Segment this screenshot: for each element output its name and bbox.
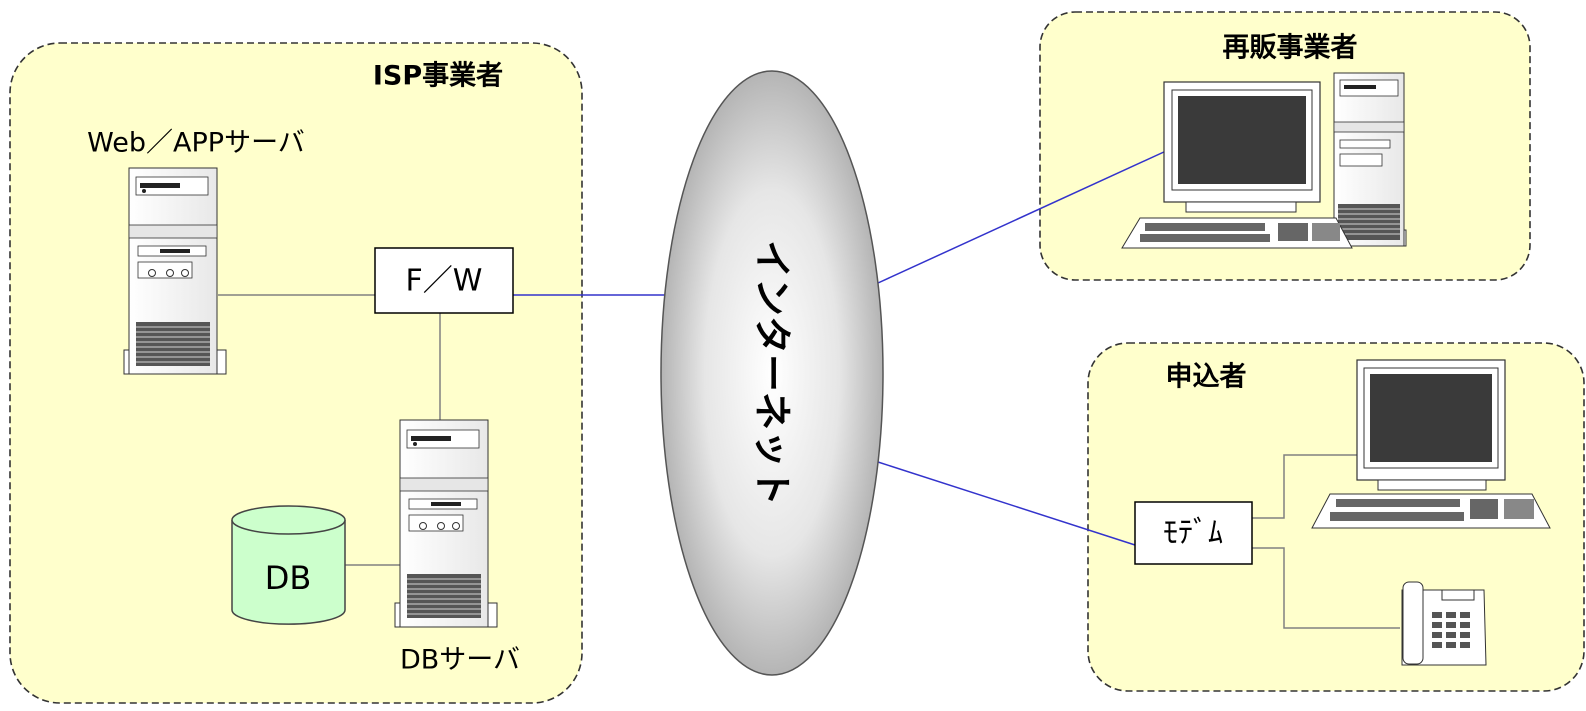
applicant-computer — [1311, 359, 1551, 529]
modem-to-pc-link — [1252, 454, 1357, 519]
db-server-label: DBサーバ — [400, 645, 520, 676]
isp-title: ISP事業者 — [373, 61, 503, 92]
firewall-box — [374, 247, 514, 314]
internet-to-modem-link — [877, 461, 1136, 546]
telephone — [1401, 581, 1487, 666]
internet-cloud — [660, 70, 884, 676]
modem-label: ﾓﾃﾞﾑ — [1163, 516, 1223, 551]
web-app-server — [123, 167, 227, 375]
db-server — [394, 419, 498, 628]
applicant-title: 申込者 — [1166, 362, 1247, 393]
firewall-label: F／W — [406, 264, 483, 299]
internet-label: インターネット — [750, 240, 794, 506]
db-cylinder — [231, 505, 346, 625]
db-label: DB — [265, 559, 312, 597]
modem-box — [1134, 501, 1253, 565]
reseller-title: 再販事業者 — [1223, 33, 1358, 64]
reseller-computer — [1121, 72, 1407, 249]
web-app-server-label: Web／APPサーバ — [87, 128, 305, 159]
modem-to-phone-link — [1252, 547, 1400, 629]
internet-to-reseller-link — [877, 139, 1191, 284]
